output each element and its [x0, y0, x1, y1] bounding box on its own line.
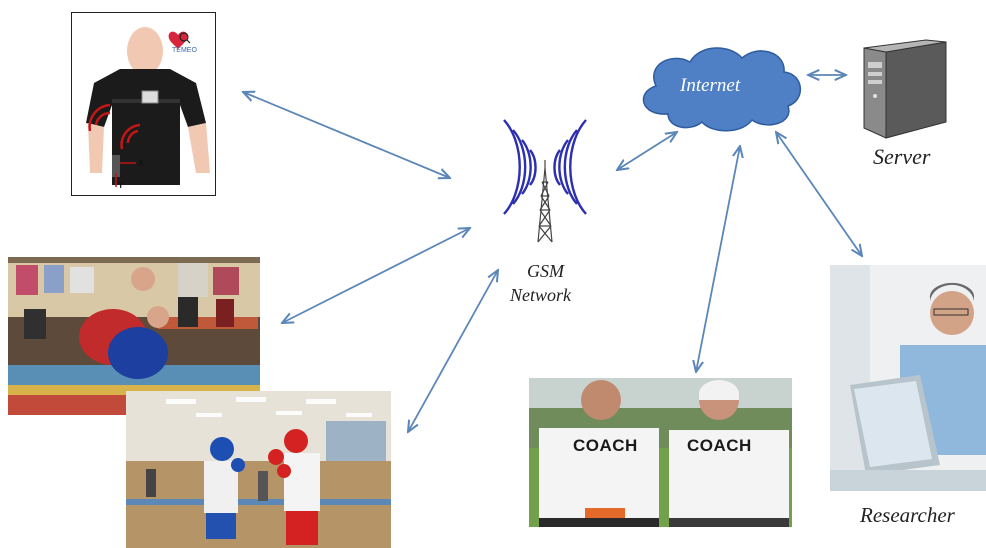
server-label: Server: [873, 144, 931, 169]
coach-shirt-left-text: COACH: [573, 436, 638, 455]
shirt-brand-label: TEMEO: [172, 47, 197, 54]
shirt-axis-x: X: [138, 158, 145, 168]
coach-shirt-right-text: COACH: [687, 436, 752, 455]
arrow-shirt-gsm: [243, 92, 450, 178]
arrow-internet-researcher: [776, 132, 862, 256]
wrestling-photo: [8, 257, 260, 415]
internet-label: Internet: [680, 75, 741, 96]
researcher-photo: [830, 265, 986, 491]
connection-arrows: [243, 75, 862, 432]
internet-cloud: [642, 47, 802, 132]
arrow-boxing-gsm: [408, 270, 498, 432]
server-icon: [863, 39, 947, 139]
boxing-photo: [126, 391, 391, 548]
arrow-wrestling-gsm: [282, 228, 470, 323]
gsm-tower-icon: [503, 119, 587, 243]
coaches-photo: COACH COACH: [529, 378, 792, 527]
gsm-label-line1: GSM: [527, 261, 564, 281]
researcher-label: Researcher: [860, 503, 955, 527]
arrow-gsm-internet: [617, 132, 677, 170]
arrow-internet-coach: [696, 146, 740, 372]
shirt-axis-y: Y: [118, 181, 124, 190]
gsm-label-line2: Network: [510, 285, 571, 305]
smart-shirt-image: TEMEO X Y: [71, 12, 216, 196]
